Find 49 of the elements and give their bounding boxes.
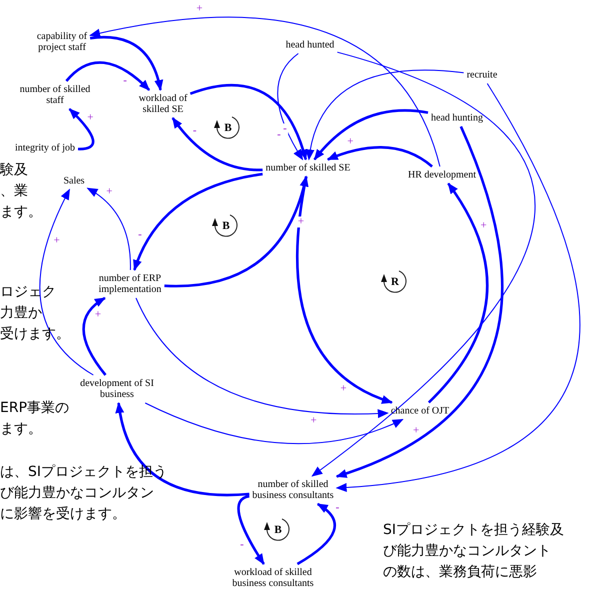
causal-arrow: [336, 83, 580, 492]
note-text: 験及、業ます。: [0, 161, 42, 222]
causal-arrow: [89, 16, 440, 167]
causal-arrow: [296, 502, 336, 566]
causal-arrow: [116, 402, 250, 496]
causal-arrow: [68, 108, 94, 150]
polarity-sign: -: [282, 124, 288, 135]
variable-name: development of SI business: [79, 378, 155, 400]
causal-arrow: [311, 52, 536, 477]
variable-name: head hunted: [284, 40, 336, 50]
variable-name: capability of project staff: [36, 31, 88, 53]
variable-name: number of skilled staff: [18, 84, 92, 106]
causal-arrow: [39, 188, 94, 376]
variable-name: HR development: [406, 170, 478, 180]
causal-arrow: [428, 182, 488, 404]
causal-arrow: [82, 296, 107, 376]
causal-arrow: [277, 53, 304, 160]
variable-name: Sales: [62, 176, 86, 186]
loop-label: R: [391, 276, 399, 288]
loop-label: B: [222, 220, 230, 232]
causal-arrow: [314, 109, 428, 160]
note-text: は、SIプロジェクトを担うび能力豊かなコンルタンに影響を受けます。: [0, 463, 168, 524]
causal-arrow: [65, 61, 150, 91]
variable-name: integrity of job: [14, 142, 76, 154]
causal-arrow: [296, 176, 393, 404]
causal-arrow: [164, 176, 308, 288]
causal-arrow: [133, 172, 263, 271]
causal-arrow: [326, 146, 433, 168]
causal-arrow: [190, 84, 308, 160]
variable-name: number of skilled SE: [264, 162, 352, 174]
variable-name: workload of skilled SE: [138, 93, 188, 115]
causal-arrow: [144, 402, 404, 444]
causal-arrow: [86, 188, 131, 270]
loop-label: B: [274, 524, 282, 536]
causal-arrow: [237, 494, 265, 565]
causal-arrow: [172, 117, 263, 172]
causal-arrow: [90, 36, 163, 91]
variable-name: recruite: [466, 70, 498, 80]
variable-name: number of ERP implementation: [98, 273, 162, 295]
variable-name: workload of skilled business consultants: [231, 567, 315, 589]
causal-arrow: [136, 298, 389, 418]
note-text: ERP事業のます。: [0, 399, 70, 439]
note-text: SIプロジェクトを担う経験及び能力豊かなコンルタントの数は、業務負荷に悪影: [383, 521, 564, 582]
variable-name: number of skilled business consultants: [251, 479, 335, 501]
causal-arrow: [336, 126, 504, 478]
variable-name: head hunting: [430, 112, 484, 124]
loop-label: B: [224, 122, 232, 134]
polarity-sign: +: [296, 216, 306, 228]
causal-arrow: [306, 70, 464, 160]
